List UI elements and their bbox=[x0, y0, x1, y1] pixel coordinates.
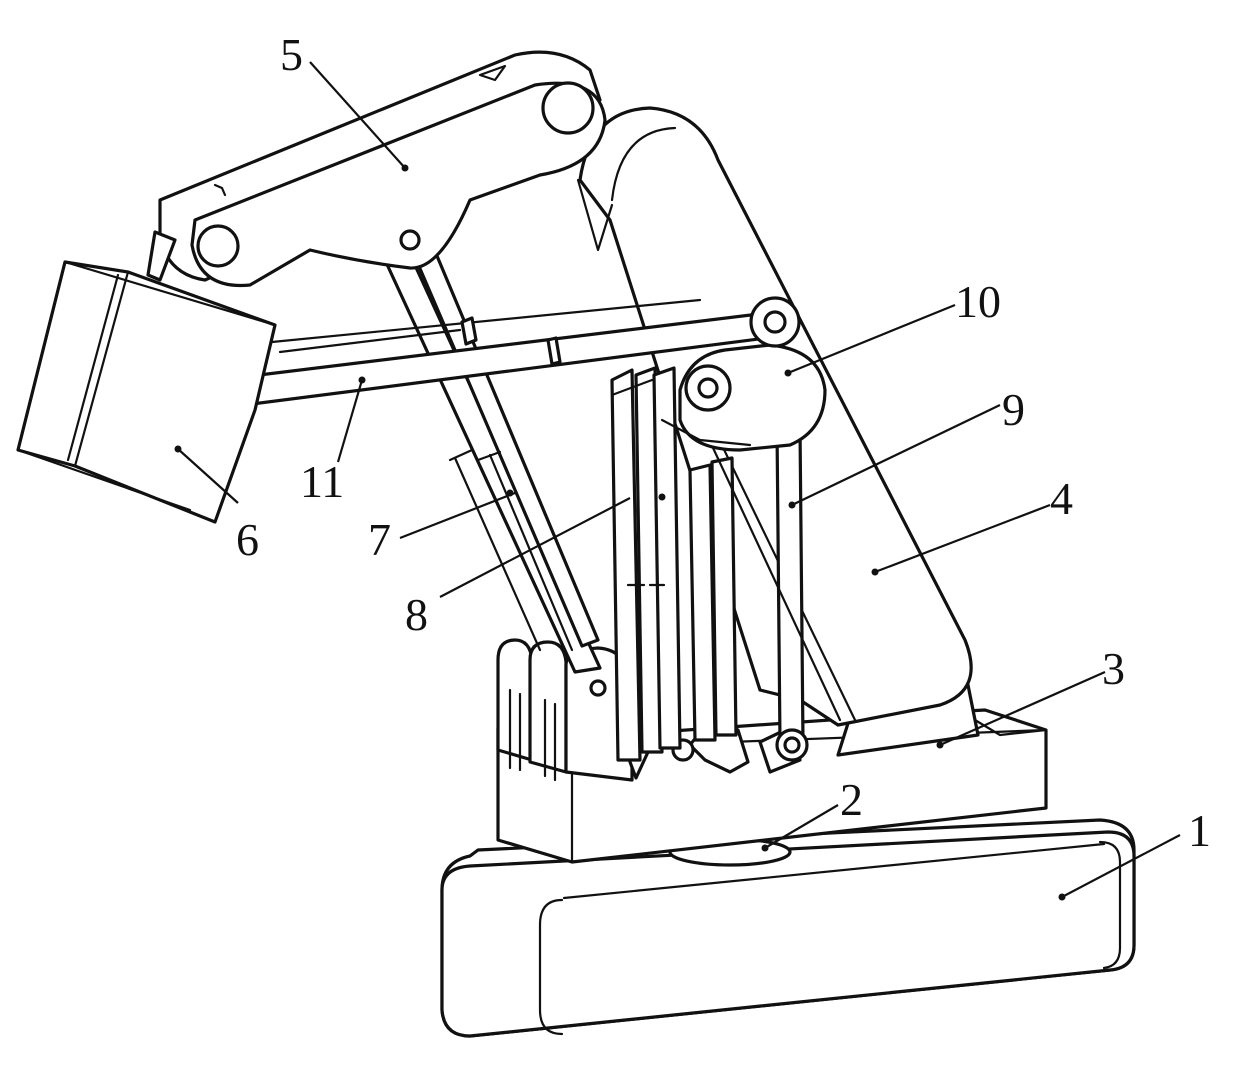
part-labels: 1 2 3 4 5 6 7 8 9 10 11 bbox=[236, 29, 1211, 856]
label-8: 8 bbox=[405, 589, 428, 640]
label-11: 11 bbox=[300, 456, 344, 507]
label-2: 2 bbox=[840, 774, 863, 825]
label-5: 5 bbox=[280, 29, 303, 80]
rods-part-8 bbox=[610, 366, 842, 762]
label-7: 7 bbox=[368, 514, 391, 565]
label-9: 9 bbox=[1002, 384, 1025, 435]
leader-dots bbox=[174, 164, 1066, 901]
small-arm-part-5 bbox=[158, 50, 607, 288]
label-10: 10 bbox=[955, 276, 1001, 327]
end-effector-part-6 bbox=[16, 230, 277, 524]
label-6: 6 bbox=[236, 514, 259, 565]
base-part-1 bbox=[440, 818, 1136, 1038]
label-3: 3 bbox=[1102, 643, 1125, 694]
label-1: 1 bbox=[1188, 805, 1211, 856]
label-4: 4 bbox=[1050, 473, 1073, 524]
leader-lines bbox=[177, 61, 1181, 898]
